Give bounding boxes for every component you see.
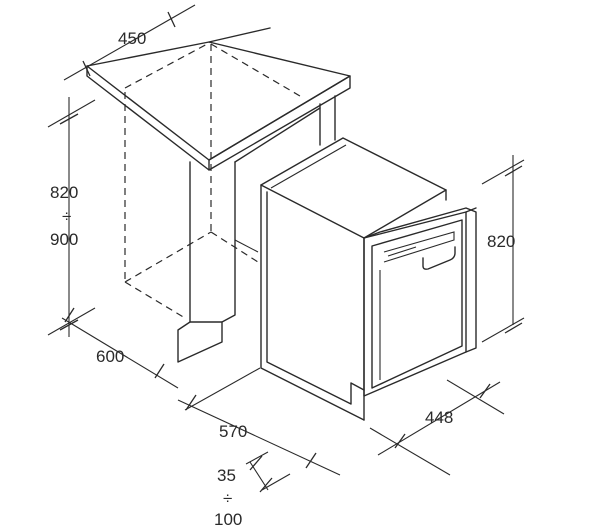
label-450: 450 bbox=[118, 29, 146, 48]
label-820-left: 820 bbox=[50, 183, 78, 202]
door-handle bbox=[422, 246, 456, 270]
label-570: 570 bbox=[219, 422, 247, 441]
cabinet-outline bbox=[124, 41, 301, 319]
label-divide-left: ÷ bbox=[62, 207, 71, 226]
dim-plinth-height: 35 ÷ 100 bbox=[214, 451, 291, 529]
label-35: 35 bbox=[217, 466, 236, 485]
cabinet-side-panel bbox=[177, 95, 336, 363]
countertop bbox=[86, 27, 351, 171]
dim-appliance-height: 820 bbox=[481, 155, 525, 343]
dishwasher-door bbox=[363, 207, 477, 397]
label-448: 448 bbox=[425, 408, 453, 427]
dim-cabinet-height: 820 ÷ 900 bbox=[47, 97, 96, 337]
dim-counter-depth: 450 bbox=[63, 4, 196, 81]
label-100: 100 bbox=[214, 510, 242, 529]
label-600: 600 bbox=[96, 347, 124, 366]
dim-appliance-depth: 570 bbox=[177, 367, 341, 476]
dim-cabinet-depth: 600 bbox=[61, 307, 179, 389]
label-divide-plinth: ÷ bbox=[223, 489, 232, 508]
dishwasher-body bbox=[260, 137, 447, 421]
label-900: 900 bbox=[50, 230, 78, 249]
label-820-right: 820 bbox=[487, 232, 515, 251]
dim-appliance-width: 448 bbox=[369, 379, 505, 476]
